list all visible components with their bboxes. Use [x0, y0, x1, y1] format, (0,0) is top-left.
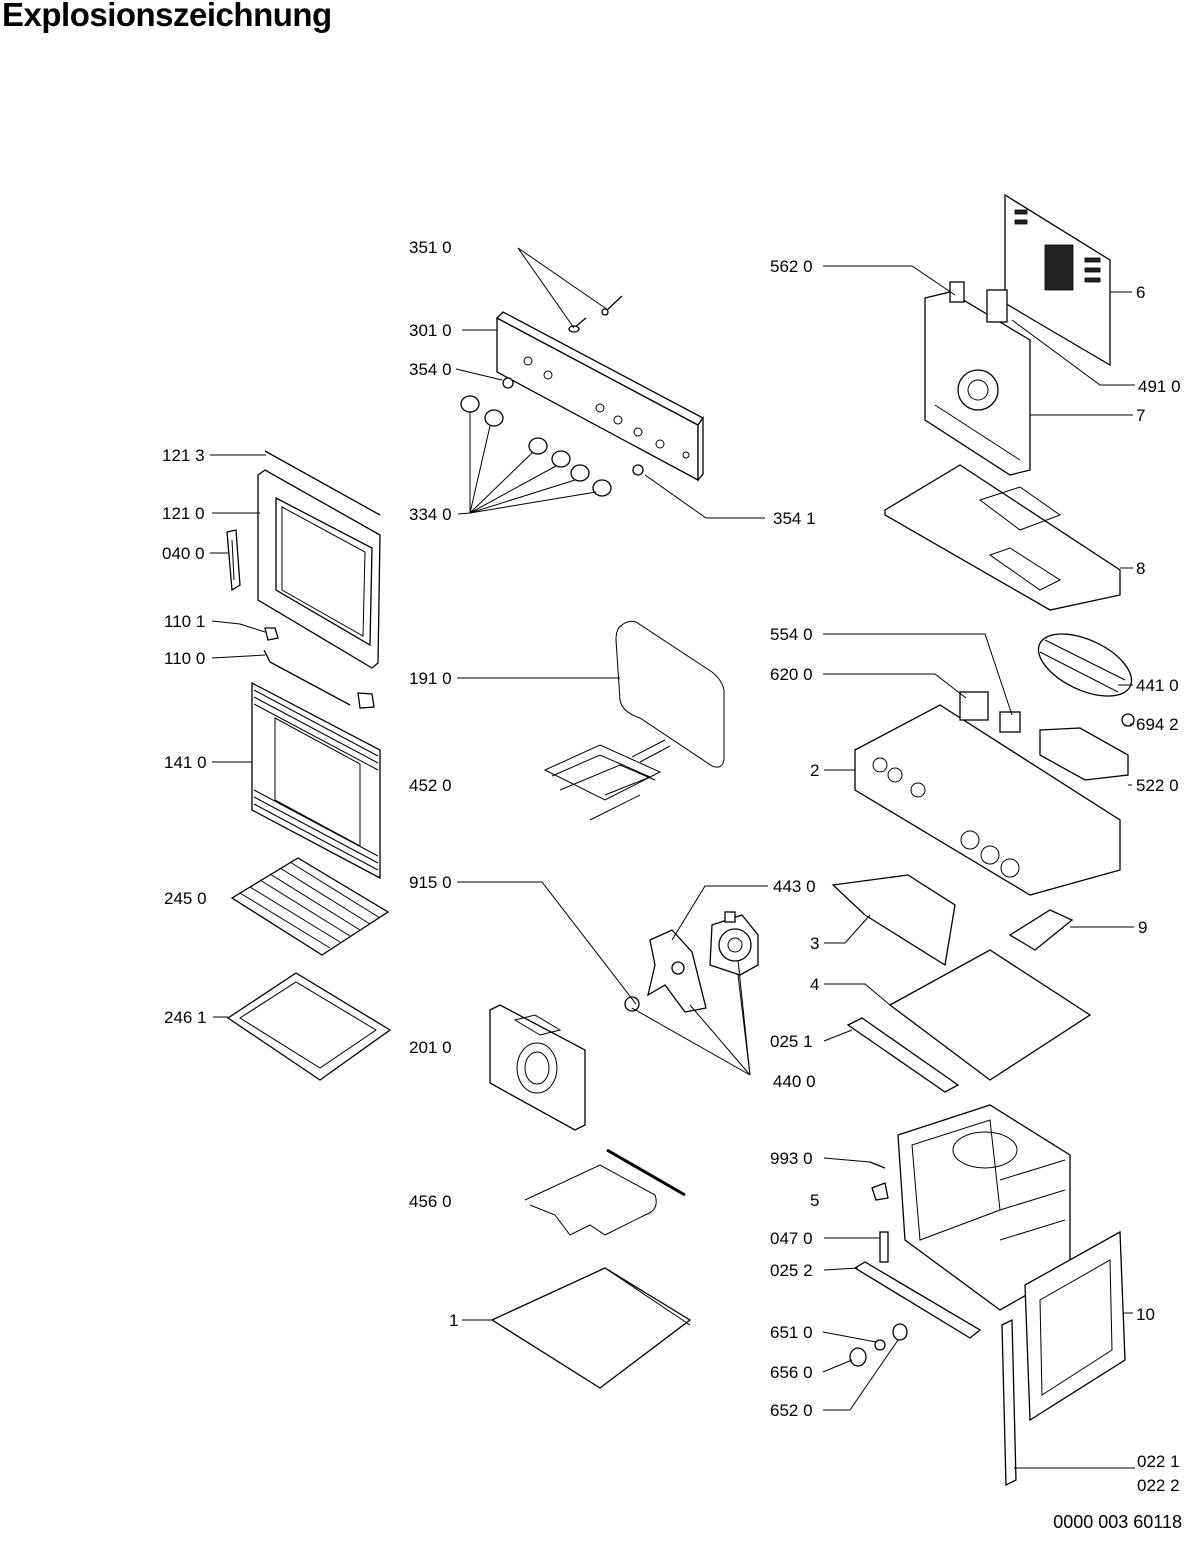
control-knobs-part: [460, 377, 644, 497]
label-993-0: 993 0: [770, 1149, 813, 1168]
label-652-0: 652 0: [770, 1401, 813, 1420]
wire-rack-part: [230, 857, 390, 956]
label-440-0: 440 0: [773, 1072, 816, 1091]
side-trim-part: [1001, 1318, 1017, 1487]
label-7: 7: [1136, 406, 1145, 425]
bottom-plate-part: [888, 949, 1092, 1081]
label-6: 6: [1136, 283, 1145, 302]
label-2: 2: [810, 761, 819, 780]
label-5: 5: [810, 1191, 819, 1210]
label-334-0: 334 0: [409, 505, 452, 524]
label-4: 4: [810, 975, 819, 994]
label-201-0: 201 0: [409, 1038, 452, 1057]
label-562-0: 562 0: [770, 257, 813, 276]
baking-tray-part: [226, 972, 392, 1081]
label-025-2: 025 2: [770, 1261, 813, 1280]
label-1: 1: [449, 1311, 458, 1330]
fan-assembly-part: [624, 911, 759, 1013]
control-panel-part: [495, 311, 704, 482]
label-522-0: 522 0: [1136, 776, 1179, 795]
cooling-fan-part: [1037, 633, 1135, 727]
top-cover-part: [884, 464, 1121, 611]
label-025-1: 025 1: [770, 1032, 813, 1051]
label-656-0: 656 0: [770, 1363, 813, 1382]
label-554-0: 554 0: [770, 625, 813, 644]
label-694-2: 694 2: [1136, 715, 1179, 734]
label-245-0: 245 0: [164, 889, 207, 908]
label-491-0: 491 0: [1138, 377, 1181, 396]
label-8: 8: [1136, 559, 1145, 578]
label-022-2: 022 2: [1137, 1476, 1180, 1495]
label-452-0: 452 0: [409, 776, 452, 795]
document-number: 0000 003 60118: [1053, 1512, 1182, 1532]
label-191-0: 191 0: [409, 669, 452, 688]
label-443-0: 443 0: [773, 877, 816, 896]
top-heating-element-part: [543, 739, 671, 821]
front-frame-part: [1024, 1230, 1126, 1422]
label-121-0: 121 0: [162, 504, 205, 523]
label-246-1: 246 1: [164, 1008, 207, 1027]
page-title: Explosionszeichnung: [2, 0, 332, 33]
outer-door-glass-part: [251, 681, 381, 880]
label-3: 3: [810, 934, 819, 953]
bottom-heating-element-part: [524, 1148, 686, 1236]
rail-part: [846, 1017, 960, 1093]
label-354-0: 354 0: [409, 360, 452, 379]
electrical-box-part: [854, 691, 1129, 896]
label-441-0: 441 0: [1136, 676, 1179, 695]
side-bracket-part: [831, 874, 956, 967]
label-047-0: 047 0: [770, 1229, 813, 1248]
electronic-module-part: [1008, 909, 1074, 951]
label-301-0: 301 0: [409, 321, 452, 340]
label-141-0: 141 0: [164, 753, 207, 772]
label-620-0: 620 0: [770, 665, 813, 684]
inner-door-part: [257, 469, 381, 669]
label-9: 9: [1138, 918, 1147, 937]
label-351-0: 351 0: [409, 238, 452, 257]
fan-cover-part: [489, 1004, 586, 1131]
base-plate-part: [490, 1267, 692, 1389]
rear-wall-part: [924, 281, 1031, 476]
label-915-0: 915 0: [409, 873, 452, 892]
hinge-part: [226, 529, 241, 592]
label-456-0: 456 0: [409, 1192, 452, 1211]
label-110-1: 110 1: [164, 612, 205, 631]
label-040-0: 040 0: [162, 544, 205, 563]
label-121-3: 121 3: [162, 446, 205, 465]
label-022-1: 022 1: [1137, 1452, 1180, 1471]
label-354-1: 354 1: [773, 509, 816, 528]
door-gasket-part: [615, 620, 725, 768]
back-panel-part: [1004, 193, 1111, 367]
label-651-0: 651 0: [770, 1323, 813, 1342]
rail-part-lower: [853, 1261, 982, 1339]
label-10: 10: [1136, 1305, 1155, 1324]
label-110-0: 110 0: [164, 649, 205, 668]
